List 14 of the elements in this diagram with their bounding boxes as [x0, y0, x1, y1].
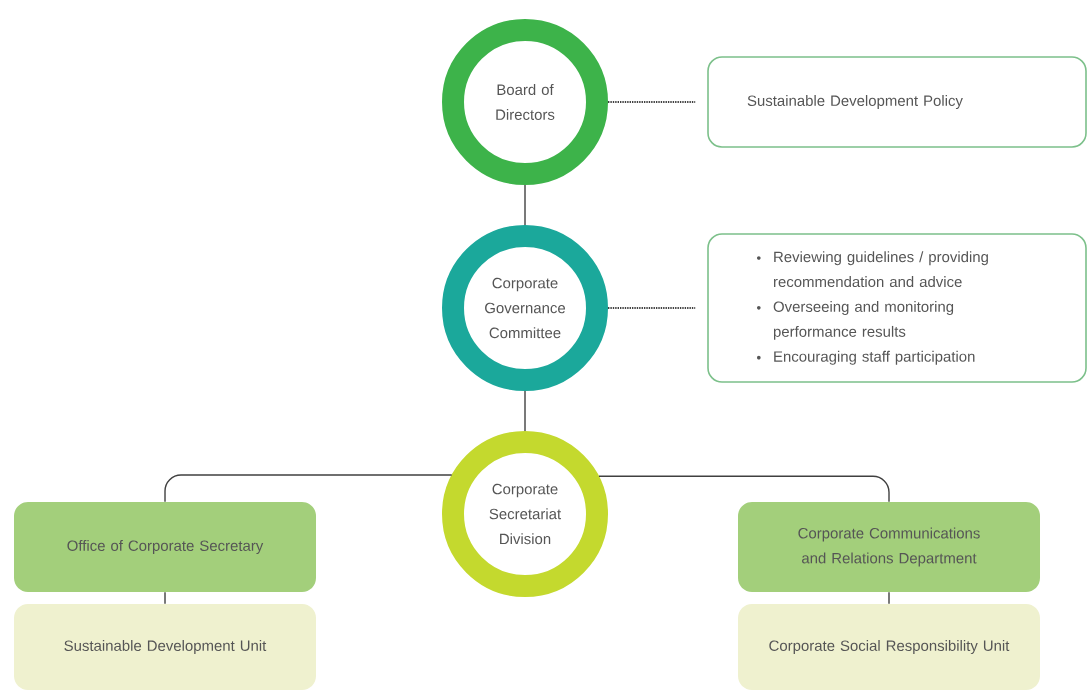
connector-line [164, 591, 166, 605]
info-box: Sustainable Development Policy [707, 56, 1087, 148]
connector-line [607, 307, 697, 309]
unit-box: Corporate Social Responsibility Unit [738, 604, 1040, 690]
connector-line [524, 184, 526, 226]
unit-box: Sustainable Development Unit [14, 604, 316, 690]
connector-line [164, 474, 453, 503]
connector-line [524, 390, 526, 432]
connector-line [607, 101, 697, 103]
connector-line [888, 591, 890, 605]
info-box: Reviewing guidelines / providing recommendation and advice Overseeing and monitoring performance results Encouraging staff participation [707, 233, 1087, 383]
unit-box: Corporate Communications and Relations Department [738, 502, 1040, 592]
connector-line [598, 475, 890, 503]
unit-box: Office of Corporate Secretary [14, 502, 316, 592]
